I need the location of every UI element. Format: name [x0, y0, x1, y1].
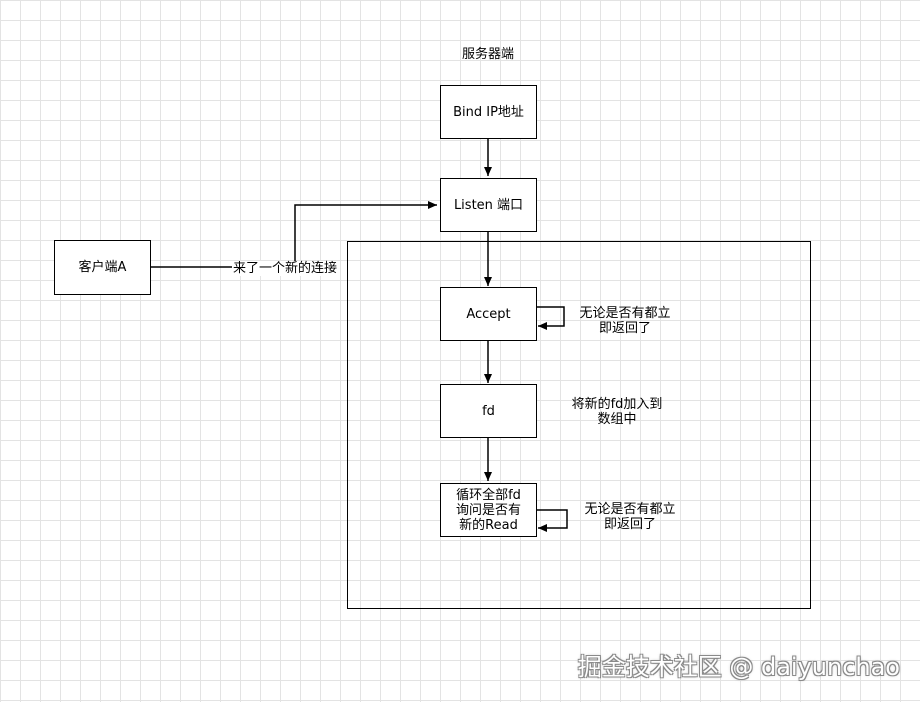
listen-port-node: Listen 端口	[440, 178, 537, 232]
server-title: 服务器端	[461, 47, 514, 62]
edge-label-new-connection: 来了一个新的连接	[232, 261, 339, 276]
loop-note: 无论是否有都立 即返回了	[584, 502, 676, 532]
loop-read-node: 循环全部fd 询问是否有 新的Read	[440, 483, 537, 537]
fd-node: fd	[440, 384, 537, 438]
accept-note: 无论是否有都立 即返回了	[579, 306, 671, 336]
edge-accept-self-loop	[536, 306, 565, 330]
accept-node: Accept	[440, 287, 537, 341]
client-a-node: 客户端A	[54, 240, 151, 295]
server-loop-frame	[347, 241, 811, 609]
watermark: 掘金技术社区 @ daiyunchao	[577, 653, 900, 681]
bind-ip-node: Bind IP地址	[440, 85, 537, 139]
edge-client-to-listen	[151, 201, 437, 268]
fd-note: 将新的fd加入到 数组中	[571, 397, 663, 427]
edge-loop-self-loop	[536, 509, 568, 532]
